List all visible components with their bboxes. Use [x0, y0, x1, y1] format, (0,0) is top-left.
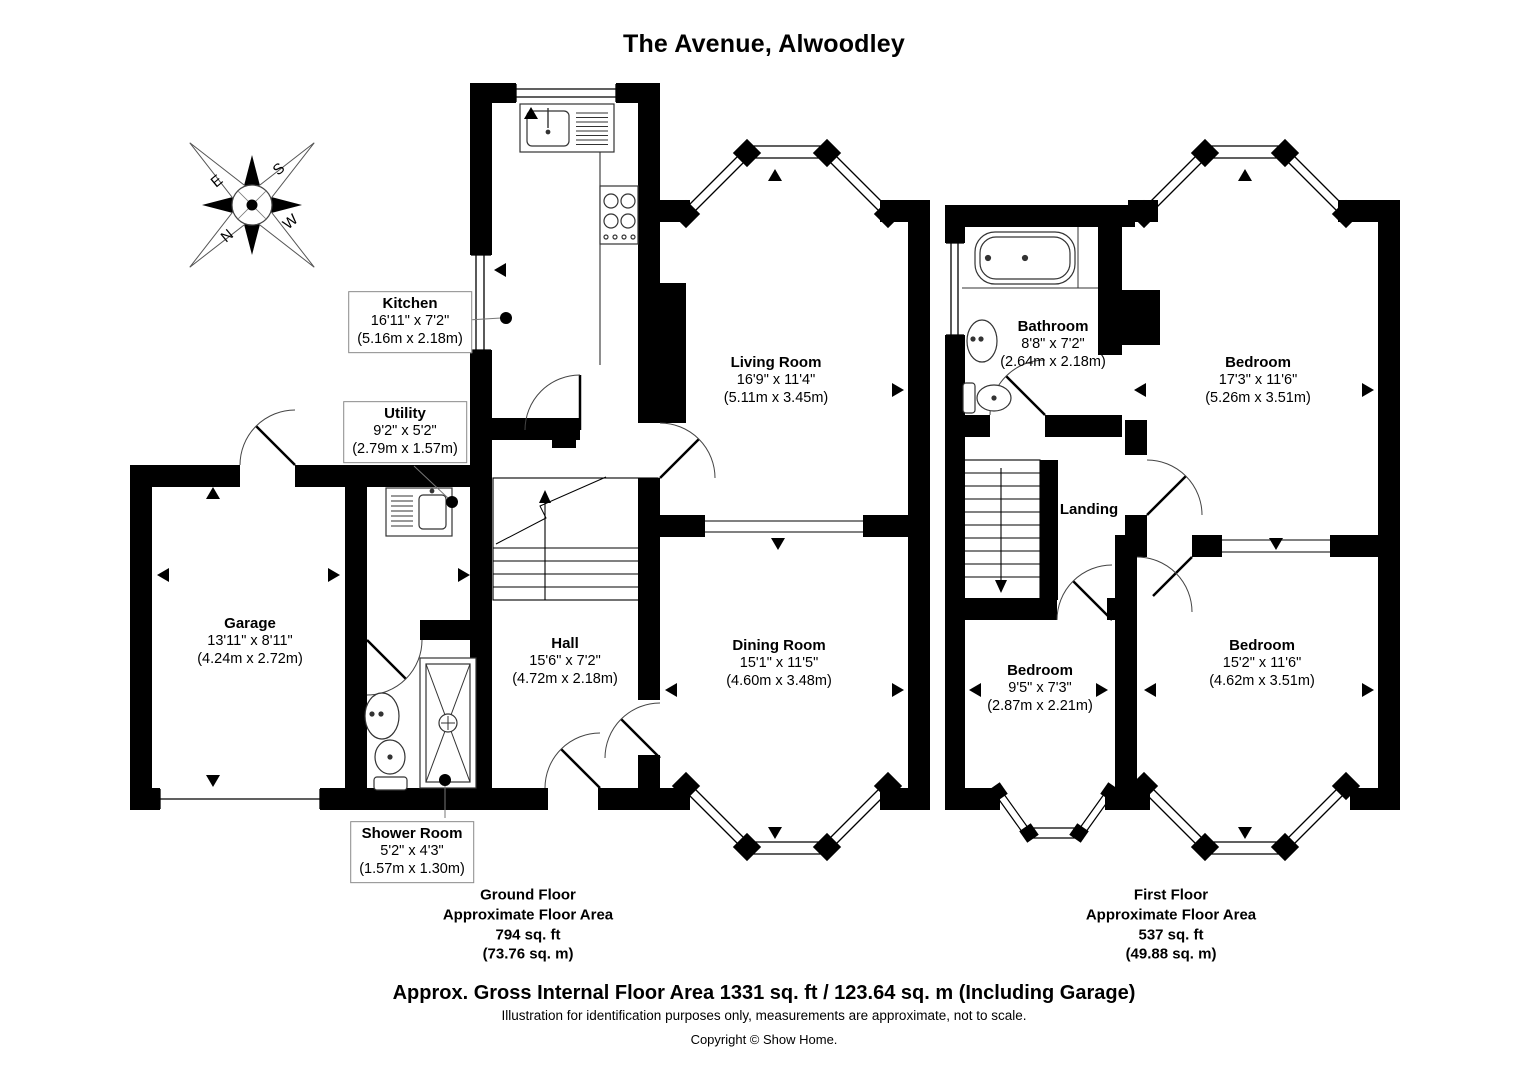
- bedroom-2-label: Bedroom 9'5" x 7'3" (2.87m x 2.21m): [987, 662, 1093, 716]
- bay-window-bedroom2: [994, 789, 1114, 839]
- living-room-label: Living Room 16'9" x 11'4" (5.11m x 3.45m…: [724, 354, 829, 408]
- shower-room-fixtures: [364, 657, 477, 791]
- measurement-arrows: [157, 107, 1374, 839]
- bay-window-living: [688, 145, 886, 212]
- bathroom-label: Bathroom 8'8" x 7'2" (2.64m x 2.18m): [1000, 318, 1106, 372]
- room-dims-ft: 17'3" x 11'6": [1218, 372, 1298, 389]
- room-name: Kitchen: [382, 295, 438, 313]
- kitchen-sink-icon: [519, 103, 615, 153]
- room-dims-ft: 16'11" x 7'2": [370, 313, 450, 330]
- bath-icon: [974, 231, 1076, 285]
- first-floor-stairs: [961, 459, 1041, 601]
- first-floor-windows: [945, 145, 1344, 855]
- room-dims-m: (2.87m x 2.21m): [987, 698, 1093, 715]
- gross-internal-area: Approx. Gross Internal Floor Area 1331 s…: [392, 982, 1136, 1004]
- room-dims-m: (5.26m x 3.51m): [1205, 390, 1311, 407]
- room-name: Shower Room: [361, 825, 463, 843]
- room-name: Garage: [224, 615, 276, 633]
- kitchen-fixtures: [519, 103, 639, 365]
- utility-back-door: [255, 425, 296, 466]
- room-dims-ft: 15'6" x 7'2": [529, 653, 601, 670]
- compass-rose: S E N W: [189, 142, 315, 268]
- kitchen-label: Kitchen 16'11" x 7'2" (5.16m x 2.18m): [348, 291, 472, 353]
- ground-floor-plan: [130, 83, 930, 862]
- floor-area-sqft: 537 sq. ft: [1138, 926, 1204, 943]
- room-name: Bathroom: [1017, 318, 1089, 336]
- room-dims-ft: 9'5" x 7'3": [1008, 680, 1072, 697]
- garage-label: Garage 13'11" x 8'11" (4.24m x 2.72m): [197, 615, 303, 669]
- landing-label: Landing: [1060, 501, 1118, 519]
- room-dims-m: (4.72m x 2.18m): [512, 671, 618, 688]
- room-dims-ft: 15'2" x 11'6": [1222, 655, 1302, 672]
- room-dims-ft: 16'9" x 11'4": [736, 372, 816, 389]
- room-dims-m: (4.24m x 2.72m): [197, 651, 303, 668]
- floor-area-sqft: 794 sq. ft: [495, 926, 561, 943]
- floor-area-label: Approximate Floor Area: [1085, 906, 1257, 924]
- floor-area-sqm: (73.76 sq. m): [482, 945, 574, 963]
- bath-alcove-lines: [962, 227, 1098, 289]
- shower-icon: [419, 657, 477, 789]
- first-floor-plan: [945, 138, 1400, 862]
- room-dims-ft: 15'1" x 11'5": [739, 655, 819, 672]
- utility-sink-icon: [385, 487, 453, 537]
- bedroom-1-label: Bedroom 17'3" x 11'6" (5.26m x 3.51m): [1205, 354, 1311, 408]
- ground-floor-summary: Ground Floor Approximate Floor Area 794 …: [443, 885, 613, 964]
- ground-floor-door-arcs: [239, 374, 716, 789]
- shower-room-label: Shower Room 5'2" x 4'3" (1.57m x 1.30m): [350, 821, 474, 883]
- toilet-icon: [373, 739, 408, 791]
- room-dims-m: (1.57m x 1.30m): [359, 861, 465, 878]
- room-name: Dining Room: [732, 637, 826, 655]
- disclaimer-text: Illustration for identification purposes…: [501, 1008, 1027, 1023]
- first-floor-summary: First Floor Approximate Floor Area 537 s…: [1086, 885, 1256, 964]
- hob-icon: [599, 185, 639, 245]
- floor-name: Ground Floor: [480, 886, 576, 904]
- page-title: The Avenue, Alwoodley: [622, 30, 906, 58]
- first-floor-door-arcs: [989, 359, 1203, 621]
- room-dims-m: (4.60m x 3.48m): [726, 673, 832, 690]
- ground-floor-leader-lines: [413, 312, 512, 818]
- room-dims-m: (4.62m x 3.51m): [1209, 673, 1315, 690]
- room-dims-m: (2.79m x 1.57m): [352, 441, 458, 458]
- bathroom-basin-icon: [966, 319, 998, 363]
- floor-name: First Floor: [1133, 886, 1209, 904]
- room-name: Hall: [551, 635, 579, 653]
- bathroom-fixtures: [962, 227, 1098, 414]
- room-name: Bedroom: [1229, 637, 1295, 655]
- room-dims-m: (5.11m x 3.45m): [723, 390, 829, 407]
- ground-floor-opening-lines: [705, 520, 863, 533]
- bay-window-bedroom1: [1146, 145, 1344, 212]
- utility-label: Utility 9'2" x 5'2" (2.79m x 1.57m): [343, 401, 467, 463]
- room-name: Landing: [1059, 500, 1119, 518]
- room-dims-ft: 13'11" x 8'11": [207, 633, 293, 650]
- floor-area-sqm: (49.88 sq. m): [1125, 945, 1217, 963]
- ground-floor-windows: [159, 83, 886, 855]
- room-dims-m: (2.64m x 2.18m): [1000, 354, 1106, 371]
- bathroom-door: [1005, 375, 1046, 416]
- room-name: Bedroom: [1007, 662, 1073, 680]
- room-name: Living Room: [730, 354, 822, 372]
- floor-area-label: Approximate Floor Area: [442, 906, 614, 924]
- bay-window-bedroom3: [1146, 788, 1344, 855]
- front-door: [560, 748, 601, 789]
- bathroom-toilet-icon: [962, 382, 1012, 414]
- room-name: Utility: [384, 405, 426, 423]
- basin-icon: [364, 692, 400, 740]
- room-dims-ft: 8'8" x 7'2": [1021, 336, 1085, 353]
- dining-room-label: Dining Room 15'1" x 11'5" (4.60m x 3.48m…: [726, 637, 832, 691]
- copyright-text: Copyright © Show Home.: [690, 1032, 838, 1047]
- room-dims-m: (5.16m x 2.18m): [357, 331, 463, 348]
- ground-floor-stairs: [492, 476, 659, 601]
- room-name: Bedroom: [1225, 354, 1291, 372]
- hall-label: Hall 15'6" x 7'2" (4.72m x 2.18m): [512, 635, 618, 689]
- bay-window-dining: [688, 788, 886, 855]
- bedroom-3-label: Bedroom 15'2" x 11'6" (4.62m x 3.51m): [1209, 637, 1315, 691]
- room-dims-ft: 5'2" x 4'3": [380, 843, 444, 860]
- room-dims-ft: 9'2" x 5'2": [373, 423, 437, 440]
